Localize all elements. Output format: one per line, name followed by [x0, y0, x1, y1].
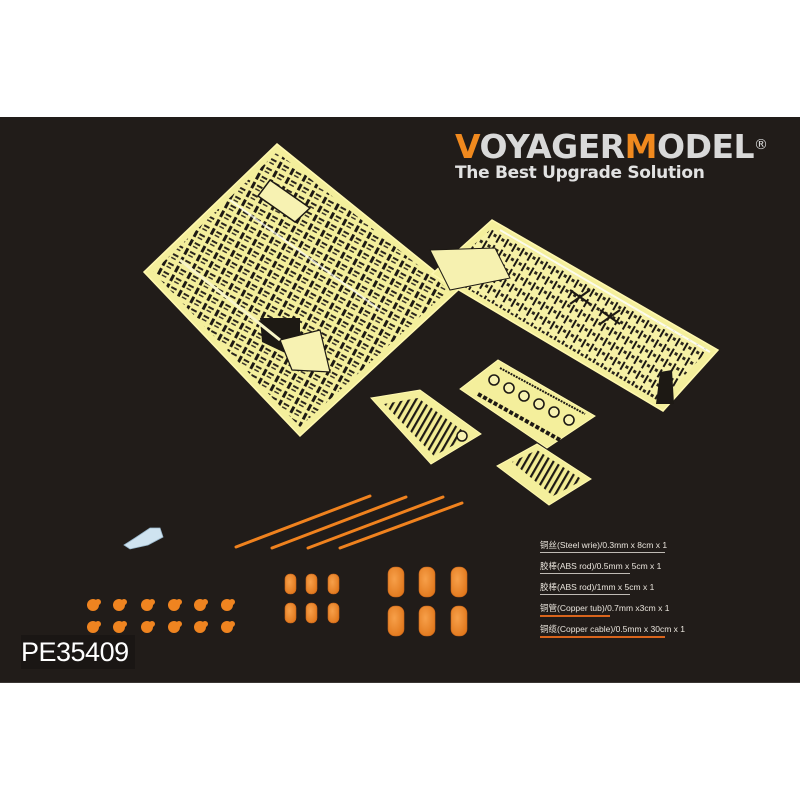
- product-code: PE35409: [21, 635, 135, 669]
- brand-accent-m: M: [624, 127, 658, 166]
- etched-sheet-4: [459, 359, 596, 449]
- spec-underline: [540, 615, 610, 617]
- spec-label: 铜缆(Copper cable)/0.5mm x 30cm x 1: [540, 624, 686, 634]
- spec-item: 胶棒(ABS rod)/0.5mm x 5cm x 1: [540, 559, 740, 580]
- registered-mark-icon: ®: [754, 137, 768, 153]
- spec-item: 铜管(Copper tub)/0.7mm x3cm x 1: [540, 601, 740, 622]
- etched-sheet-5: [496, 443, 592, 506]
- etched-sheet-2: [429, 219, 720, 412]
- brand-text-odel: ODEL: [657, 127, 755, 166]
- large-cylinders: [387, 566, 468, 637]
- copper-rods: [234, 494, 464, 550]
- spec-label: 铜丝(Steel wrie)/0.3mm x 8cm x 1: [540, 540, 668, 550]
- spec-item: 铜丝(Steel wrie)/0.3mm x 8cm x 1: [540, 538, 740, 559]
- brand-text-oyager: OYAGER: [479, 127, 625, 166]
- spec-underline: [540, 573, 630, 574]
- spec-item: 铜缆(Copper cable)/0.5mm x 30cm x 1: [540, 622, 740, 643]
- spec-underline: [540, 594, 630, 595]
- spec-underline: [540, 636, 665, 638]
- spec-label: 胶棒(ABS rod)/1mm x 5cm x 1: [540, 582, 655, 592]
- spec-item: 胶棒(ABS rod)/1mm x 5cm x 1: [540, 580, 740, 601]
- brand-tagline: The Best Upgrade Solution: [455, 163, 705, 183]
- brand-name: VOYAGERMODEL®: [455, 130, 785, 164]
- spec-underline: [540, 552, 665, 553]
- etched-sheet-3: [370, 389, 482, 465]
- etched-sheet-1: [142, 143, 460, 438]
- brand-accent-v: V: [455, 127, 480, 166]
- spec-list: 铜丝(Steel wrie)/0.3mm x 8cm x 1 胶棒(ABS ro…: [540, 538, 740, 643]
- spec-label: 胶棒(ABS rod)/0.5mm x 5cm x 1: [540, 561, 662, 571]
- clear-resin-part: [123, 527, 164, 550]
- small-turned-parts: [87, 599, 235, 633]
- small-cylinders: [284, 573, 340, 624]
- spec-label: 铜管(Copper tub)/0.7mm x3cm x 1: [540, 603, 670, 613]
- brand-logo: VOYAGERMODEL® The Best Upgrade Solution: [455, 130, 785, 184]
